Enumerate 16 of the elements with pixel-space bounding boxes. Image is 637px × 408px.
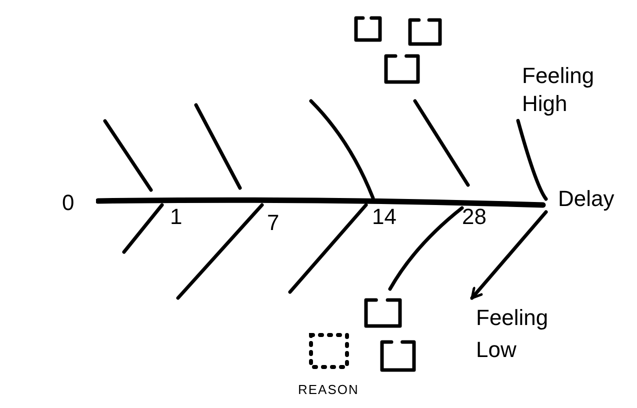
reason-label: REASON [298,382,359,398]
square-outline [408,18,442,46]
tick-label: 14 [372,204,396,230]
square-outline [380,340,416,372]
handwritten-label: Feeling High [518,58,618,124]
handwritten-label: Delay [546,186,632,212]
square-outline [354,16,382,42]
tick-label: 28 [462,204,486,230]
tick-label: 7 [267,210,280,236]
tick-label: 0 [62,190,74,216]
connector-line [516,118,548,201]
square-outline [364,298,402,328]
square-outline [384,54,420,84]
handwritten-label: Feeling Low [472,298,558,390]
tick-label: 1 [170,204,182,230]
arrow [470,210,548,300]
